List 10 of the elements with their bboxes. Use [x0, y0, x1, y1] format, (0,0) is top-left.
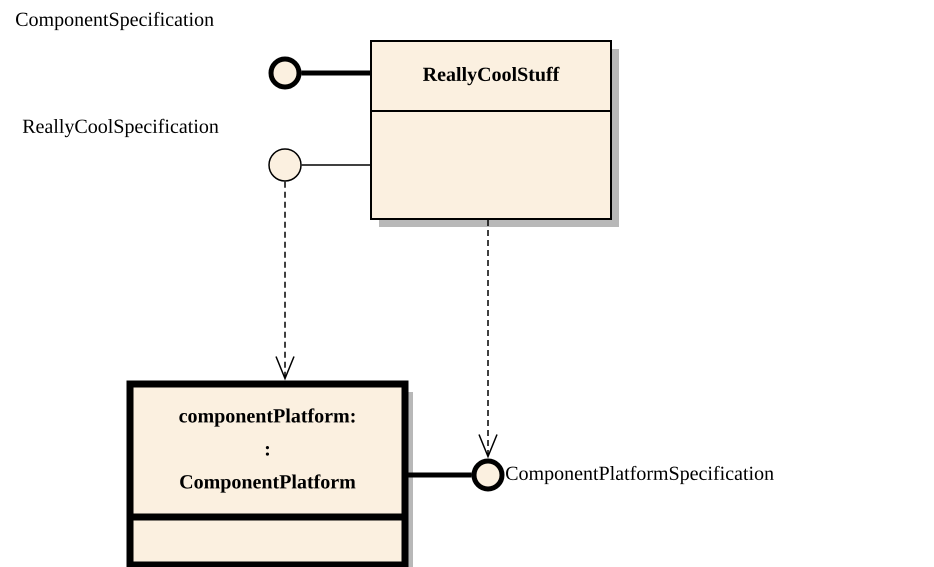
connector: [275, 182, 295, 380]
interface-label: ComponentSpecification: [16, 12, 214, 30]
interface-label: ComponentPlatformSpecification: [506, 466, 774, 484]
class-box: ReallyCoolStuff: [370, 40, 619, 227]
connector: [478, 220, 498, 458]
connector: [408, 472, 472, 478]
class-box: componentPlatform: : ComponentPlatform: [126, 380, 413, 567]
connector: [302, 164, 370, 166]
connector: [302, 70, 370, 76]
interface-label: ReallyCoolSpecification: [22, 118, 219, 138]
